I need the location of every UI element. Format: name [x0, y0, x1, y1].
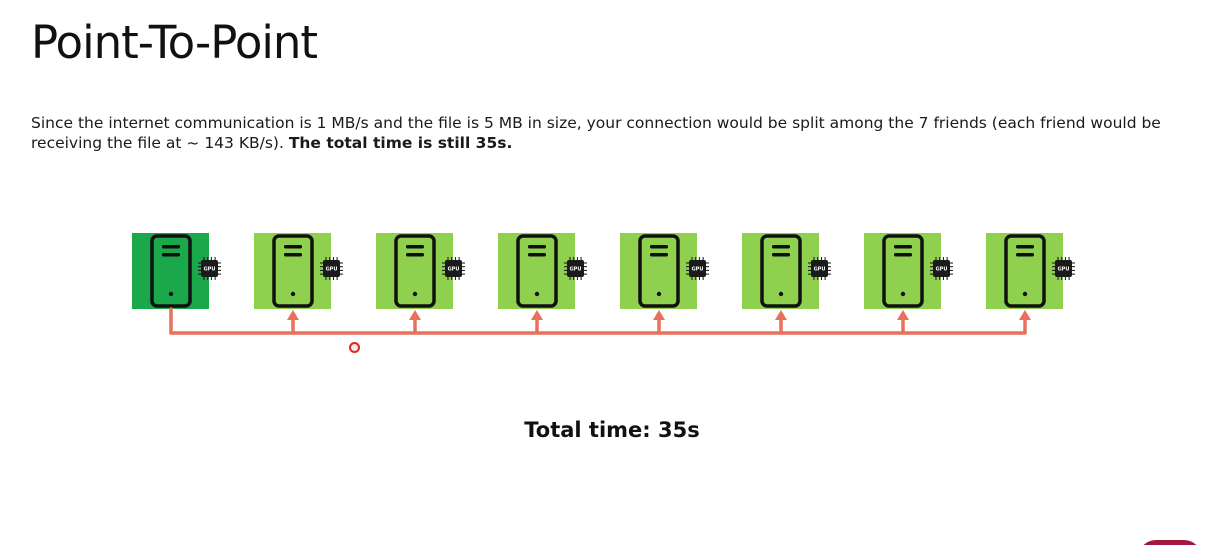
download-arrow-head: [1019, 310, 1031, 320]
gpu-chip-label: GPU: [1058, 267, 1070, 273]
corner-decoration: [1138, 540, 1202, 545]
drive-slot: [894, 245, 912, 249]
source-computer-node: GPU: [132, 233, 221, 309]
power-dot: [168, 291, 174, 297]
download-arrow-head: [531, 310, 543, 320]
node-background: [498, 233, 575, 309]
download-arrow-head: [409, 310, 421, 320]
gpu-chip-label: GPU: [692, 267, 704, 273]
server-tower-icon: [760, 234, 802, 308]
drive-slot: [650, 245, 668, 249]
friend-computer-node: GPU: [376, 233, 465, 309]
gpu-chip-icon: [689, 260, 706, 277]
server-tower-icon: [882, 234, 924, 308]
drive-slot: [894, 253, 912, 257]
power-dot: [290, 291, 296, 297]
slide-title: Point-To-Point: [31, 16, 318, 69]
server-tower-icon: [638, 234, 680, 308]
gpu-chip-icon: [567, 260, 584, 277]
download-arrow-head: [775, 310, 787, 320]
drive-slot: [406, 253, 424, 257]
server-tower-icon: [150, 234, 192, 308]
total-time-label: Total time: 35s: [524, 418, 700, 442]
power-dot: [778, 291, 784, 297]
drive-slot: [528, 253, 546, 257]
drive-slot: [1016, 253, 1034, 257]
server-tower-icon: [394, 234, 436, 308]
node-background: [742, 233, 819, 309]
drive-slot: [528, 245, 546, 249]
gpu-chip-label: GPU: [936, 267, 948, 273]
power-dot: [1022, 291, 1028, 297]
node-background: [254, 233, 331, 309]
download-arrow-head: [897, 310, 909, 320]
gpu-chip-label: GPU: [204, 267, 216, 273]
drive-slot: [284, 245, 302, 249]
server-tower-icon: [516, 234, 558, 308]
gpu-chip-label: GPU: [570, 267, 582, 273]
power-dot: [534, 291, 540, 297]
gpu-chip-label: GPU: [814, 267, 826, 273]
drive-slot: [650, 253, 668, 257]
gpu-chip-label: GPU: [326, 267, 338, 273]
node-background: [864, 233, 941, 309]
node-background: [132, 233, 209, 309]
description-bold: The total time is still 35s.: [288, 134, 513, 152]
server-tower-icon: [272, 234, 314, 308]
power-dot: [656, 291, 662, 297]
friend-computer-node: GPU: [620, 233, 709, 309]
drive-slot: [406, 245, 424, 249]
node-background: [620, 233, 697, 309]
description-text: Since the internet communication is 1 MB…: [31, 113, 1181, 153]
download-arrow-head: [287, 310, 299, 320]
cursor-pointer-dot: [349, 342, 360, 353]
friend-computer-node: GPU: [864, 233, 953, 309]
gpu-chip-icon: [811, 260, 828, 277]
drive-slot: [162, 245, 180, 249]
gpu-chip-icon: [201, 260, 218, 277]
drive-slot: [772, 245, 790, 249]
drive-slot: [284, 253, 302, 257]
drive-slot: [162, 253, 180, 257]
download-arrow-head: [653, 310, 665, 320]
gpu-chip-icon: [323, 260, 340, 277]
drive-slot: [1016, 245, 1034, 249]
friend-computer-node: GPU: [254, 233, 343, 309]
friend-computer-node: GPU: [986, 233, 1075, 309]
friend-computer-node: GPU: [742, 233, 831, 309]
node-background: [376, 233, 453, 309]
server-tower-icon: [1004, 234, 1046, 308]
description-plain: Since the internet communication is 1 MB…: [31, 114, 1161, 152]
power-dot: [900, 291, 906, 297]
friend-computer-node: GPU: [498, 233, 587, 309]
gpu-chip-icon: [1055, 260, 1072, 277]
gpu-chip-label: GPU: [448, 267, 460, 273]
power-dot: [412, 291, 418, 297]
gpu-chip-icon: [445, 260, 462, 277]
gpu-chip-icon: [933, 260, 950, 277]
drive-slot: [772, 253, 790, 257]
node-background: [986, 233, 1063, 309]
